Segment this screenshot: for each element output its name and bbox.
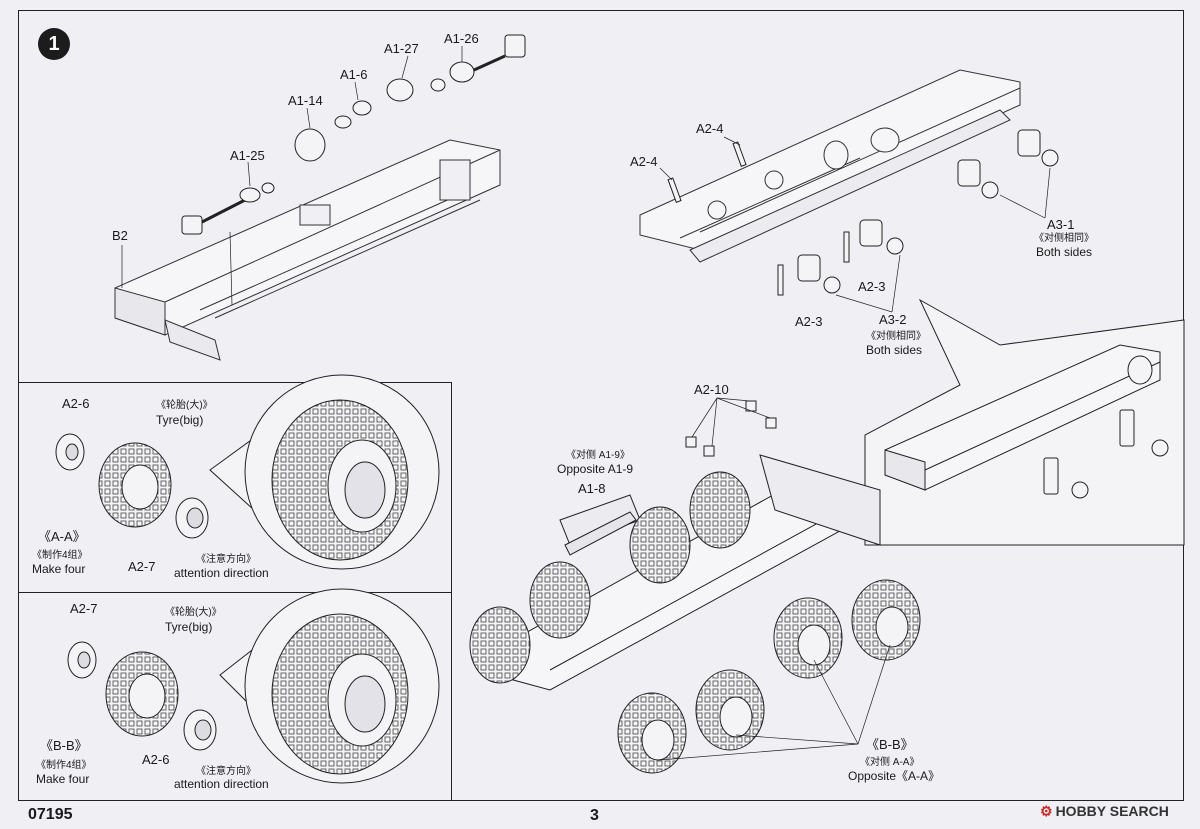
part-label-a2-3-right: A2-3 [858,279,886,294]
bb-tyre-detail [219,588,440,784]
page-number: 3 [590,807,599,824]
part-label-a2-3-bottom: A2-3 [795,314,823,329]
step-number-badge: 1 [38,28,70,60]
part-label-a2-10: A2-10 [694,382,729,397]
page-border-bottom [18,800,1184,801]
note-opp-aa-cn: 《对侧 A-A》 [860,757,920,768]
note-aa-att-cn: 《注意方向》 [196,554,256,565]
note-aa-make-en: Make four [32,562,86,576]
truck-small-parts [564,400,777,556]
note-bb-main: 《B-B》 [866,737,914,752]
part-label-a1-26: A1-26 [444,31,479,46]
leader-lines-top-right [659,136,1051,313]
part-label-b2: B2 [112,228,128,243]
note-bb-att-cn: 《注意方向》 [196,766,256,777]
axle-parts-right [667,129,1059,296]
part-label-a1-27: A1-27 [384,41,419,56]
note-a3-1-en: Both sides [1036,245,1093,259]
note-bb-att-en: attention direction [174,777,269,791]
part-label-a2-7-aa: A2-7 [128,559,156,574]
note-bb-make-en: Make four [36,772,90,786]
part-label-a2-4-top: A2-4 [696,121,724,136]
truck-wheels-far [469,471,751,684]
watermark-text: HOBBY SEARCH [1055,803,1169,819]
note-aa-att-en: attention direction [174,566,269,580]
note-a3-1-cn: 《对侧相同》 [1034,233,1094,244]
note-tyre-bb-cn: 《轮胎(大)》 [165,607,222,618]
truck-wheels-near [617,579,921,774]
part-label-a1-14: A1-14 [288,93,323,108]
bb-tyre-exploded [67,641,217,751]
note-opposite-cn: 《对侧 A1-9》 [566,450,630,461]
aa-tyre-detail [209,374,440,570]
note-bb-make-cn: 《制作4组》 [36,760,92,771]
chassis-top-right [639,69,1021,263]
section-title-bb: 《B-B》 [40,738,88,753]
part-label-a1-25: A1-25 [230,148,265,163]
part-label-a2-6-aa: A2-6 [62,396,90,411]
drive-shaft-parts [181,34,526,235]
note-aa-make-cn: 《制作4组》 [32,550,88,561]
product-code: 07195 [28,806,73,823]
leader-lines-bottom [659,397,891,761]
note-a3-2-cn: 《对侧相同》 [866,331,926,342]
part-label-a2-7-bb: A2-7 [70,601,98,616]
panel-divider [18,592,452,593]
page-border-top [18,10,1184,11]
section-title-aa: 《A-A》 [38,529,86,544]
truck-chassis-bottom [494,454,881,691]
chassis-rail-b2 [114,139,501,361]
aa-tyre-exploded [55,433,209,539]
note-opposite-en: Opposite A1-9 [557,462,634,476]
part-label-a1-6: A1-6 [340,67,368,82]
detail-callout [864,298,1185,546]
note-tyre-bb-en: Tyre(big) [165,620,213,634]
part-label-a3-1: A3-1 [1047,217,1075,232]
note-opp-aa-en: Opposite《A-A》 [848,769,941,783]
watermark-logo-icon: ⚙ [1040,803,1053,819]
leader-lines-top-left [121,46,463,306]
part-label-a1-8: A1-8 [578,481,606,496]
part-label-a2-6-bb: A2-6 [142,752,170,767]
panel-aa-right [451,382,452,800]
note-tyre-aa-cn: 《轮胎(大)》 [156,400,213,411]
note-a3-2-en: Both sides [866,343,923,357]
part-label-a2-4-left: A2-4 [630,154,658,169]
watermark: ⚙HOBBY SEARCH [1040,803,1169,820]
note-tyre-aa-en: Tyre(big) [156,413,204,427]
page-border-left [18,10,19,800]
panel-aa-top [18,382,452,383]
part-label-a3-2: A3-2 [879,312,907,327]
